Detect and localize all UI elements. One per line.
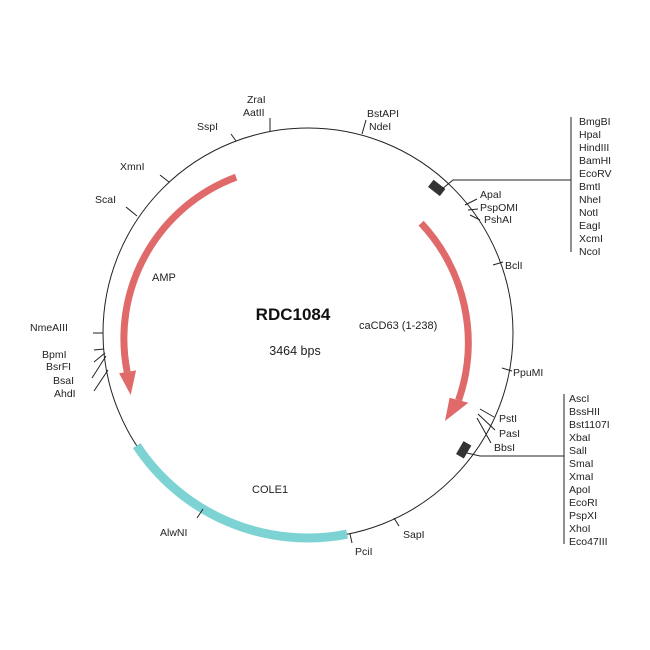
mcs-lower-site-label: SmaI [569,458,594,470]
mcs-lower-site-label: SalI [569,445,587,457]
ahdi-label: AhdI [54,388,76,400]
mcs-upper-site-label: NcoI [579,246,601,258]
cacd63-feature-label: caCD63 (1-238) [359,320,437,332]
alwni-label: AlwNI [160,527,187,539]
mcs-upper-site-label: XcmI [579,233,603,245]
amp-feature-label: AMP [152,272,176,284]
pcii-tick [349,533,353,544]
sspi-tick [230,133,237,142]
pshai-tick [469,214,481,221]
pcii-label: PciI [355,546,373,558]
apai-label: ApaI [480,189,502,201]
mcs-lower-site-label: PspXI [569,510,597,522]
bsrfi-label: BsrFI [46,361,71,373]
bbsi-label: BbsI [494,442,515,454]
sspi-label: SspI [197,121,218,133]
ahdi-tick [93,369,109,392]
amp-arrow-head [119,370,137,395]
psti-tick [479,408,495,418]
mcs-lower-site-label: XbaI [569,432,591,444]
psti-label: PstI [499,413,517,425]
cacd63-feature-arrow [418,220,472,402]
mcs-lower-site-label: ApoI [569,484,591,496]
mcs-upper-site-label: NotI [579,207,598,219]
mcs-upper-site-label: BmgBI [579,116,611,128]
pspomi-label: PspOMI [480,202,518,214]
cole1-feature-band [132,443,348,543]
pshai-label: PshAI [484,214,512,226]
amp-feature-arrow [120,173,238,373]
sapi-tick [393,517,400,527]
mcs-upper-site-label: NheI [579,194,601,206]
xmni-tick [159,174,170,183]
ndei-label: NdeI [369,121,391,133]
pasi-tick [477,413,496,431]
mcs-upper-site-label: EcoRV [579,168,612,180]
mcs-lower-site-label: XhoI [569,523,591,535]
zrai-label: ZraI [247,94,266,106]
cole1-feature-label: COLE1 [252,484,288,496]
bcli-tick [492,261,504,266]
ppumi-label: PpuMI [513,367,543,379]
bbsi-tick [476,417,492,444]
mcs-upper-site-label: HindIII [579,142,609,154]
lower-mcs-labels: AscIBssHIIBst1107IXbaISalISmaIXmaIApoIEc… [569,393,610,548]
mcs-lower-site-label: Bst1107I [569,419,610,431]
mcs-upper-site-label: HpaI [579,129,601,141]
mcs-lower-site-label: XmaI [569,471,594,483]
upper-mcs-leader [441,179,571,190]
scai-tick [125,206,138,217]
bstapi-label: BstAPI [367,108,399,120]
plasmid-size: 3464 bps [269,344,320,358]
scai-label: ScaI [95,194,116,206]
pasi-label: PasI [499,428,520,440]
alwni-tick [196,508,204,519]
lower-mcs-cluster [456,394,565,544]
mcs-lower-site-label: Eco47III [569,536,608,548]
aatii-label: AatII [243,107,265,119]
bpmi-tick [93,348,105,351]
mcs-upper-site-label: BamHI [579,155,611,167]
bstapi-tick [361,119,367,135]
bsai-tick [91,355,107,379]
pspomi-tick [467,208,479,211]
cacd63-arrow-head [445,397,469,421]
bcli-label: BclI [505,260,523,272]
plasmid-name: RDC1084 [256,305,331,324]
nmeaiii-label: NmeAIII [30,322,68,334]
apai-tick [464,198,478,206]
mcs-upper-site-label: BmtI [579,181,601,193]
mcs-lower-site-label: EcoRI [569,497,598,509]
xmni-label: XmnI [120,161,145,173]
sapi-label: SapI [403,529,425,541]
bsai-label: BsaI [53,375,74,387]
lower-mcs-marker [456,441,472,459]
mcs-lower-site-label: BssHII [569,406,600,418]
bpmi-label: BpmI [42,349,67,361]
upper-mcs-labels: BmgBIHpaIHindIIIBamHIEcoRVBmtINheINotIEa… [579,116,612,258]
mcs-upper-site-label: EagI [579,220,601,232]
mcs-lower-site-label: AscI [569,393,589,405]
lower-mcs-leader [466,452,564,457]
bsrfi-tick [93,352,106,363]
upper-mcs-marker [428,179,446,197]
ppumi-tick [501,367,513,372]
upper-mcs-cluster [428,117,572,252]
